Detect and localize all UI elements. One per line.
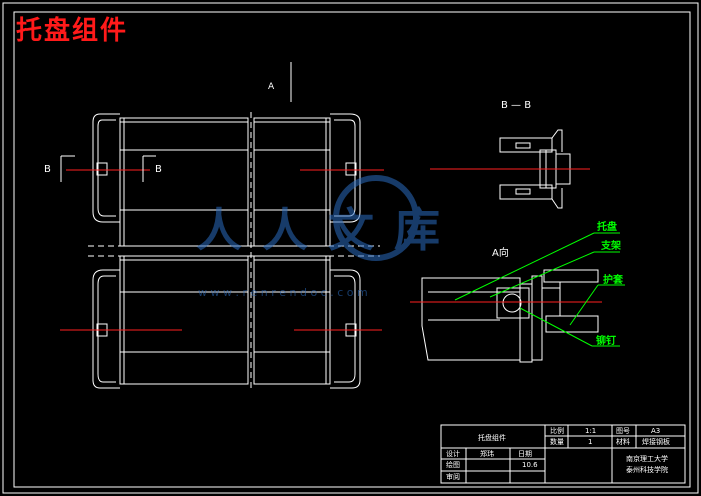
label-section-bb: B — B [501, 100, 531, 111]
tb-sheet-value: A3 [651, 427, 660, 435]
watermark-logo: 人人文库 [196, 203, 460, 257]
watermark-ring [333, 175, 419, 261]
a-view [421, 269, 599, 363]
inner-frame [13, 11, 691, 488]
label-b-left: B [44, 164, 51, 175]
label-a-view: A向 [492, 246, 509, 259]
tb-school-line2: 泰州科技学院 [626, 465, 668, 474]
callout-sleeve: 护套 [603, 273, 624, 286]
label-b-right: B [155, 164, 162, 175]
tb-material-value: 焊接钢板 [642, 437, 670, 446]
tb-sheet-label: 图号 [616, 427, 630, 435]
title-block-text: 托盘组件 比例 1:1 图号 A3 数量 1 材料 焊接钢板 设计 郑玮 日期 … [446, 426, 670, 481]
tb-qty-label: 数量 [550, 437, 564, 446]
section-arrows [60, 62, 292, 182]
title-block [440, 424, 686, 484]
label-a-top: A [268, 82, 275, 92]
callout-leaders [454, 232, 625, 347]
callout-tray: 托盘 [597, 220, 617, 233]
callout-rivet: 铆钉 [596, 334, 616, 347]
tb-date-value: 10.6 [522, 461, 538, 469]
tb-date-label: 日期 [518, 450, 532, 458]
tb-school-line1: 南京理工大学 [626, 454, 668, 463]
red-centerlines-main [60, 169, 384, 331]
tb-drawn-label: 绘图 [446, 460, 460, 469]
dashed-centerlines [88, 112, 380, 392]
tb-qty-value: 1 [588, 438, 592, 446]
tb-scale-value: 1:1 [585, 427, 596, 435]
tb-check-label: 审阅 [446, 472, 460, 481]
page-title: 托盘组件 [16, 16, 129, 46]
tb-design-value: 郑玮 [480, 449, 494, 458]
tb-design-label: 设计 [446, 449, 460, 458]
tb-scale-label: 比例 [550, 426, 564, 435]
watermark-url: w w w . r e n r e n d o c . c o m [198, 286, 368, 299]
tb-drawing-name: 托盘组件 [478, 433, 506, 442]
tb-material-label: 材料 [616, 437, 630, 446]
callout-bracket: 支架 [600, 239, 621, 252]
watermark: 人人文库 w w w . r e n r e n d o c . c o m [196, 175, 460, 299]
